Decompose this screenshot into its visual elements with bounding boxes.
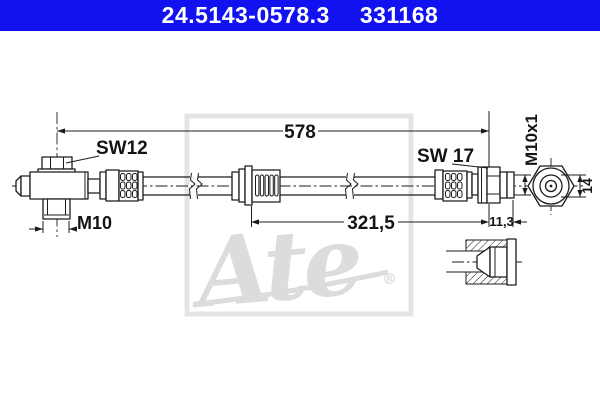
section-flange [506, 238, 517, 286]
label-fitting-hex: SW 17 [417, 146, 489, 169]
registered-trademark-icon: ® [382, 270, 397, 288]
seat-washer [477, 166, 488, 204]
leader-line [65, 155, 100, 164]
fitting-diameter-label: 14 [579, 178, 595, 194]
threaded-end [506, 171, 515, 199]
fitting-thread-label: M10x1 [522, 114, 541, 166]
ate-watermark: Ate ® [184, 113, 414, 330]
mount-flange [244, 165, 253, 206]
dimension-fitting-diameter: 14 [561, 174, 595, 198]
banjo-tip [15, 175, 22, 197]
dimension-banjo-thread: M10 [29, 213, 112, 233]
left-crimp-sleeve [87, 169, 144, 202]
banjo-tip-cylinder [20, 175, 31, 197]
watermark-logo-text: Ate [184, 205, 364, 330]
right-end-fitting [434, 166, 515, 204]
left-neck [87, 178, 101, 194]
watermark-frame [184, 113, 414, 317]
bracket-section-view [446, 238, 517, 286]
dimension-free-length: 321,5 [251, 206, 489, 234]
banjo-threaded-stud [42, 198, 71, 220]
header-bar: 24.5143-0578.3 331168 [0, 0, 600, 31]
break-symbol [351, 172, 359, 200]
break-symbol [188, 172, 196, 200]
fitting-hex-label: SW 17 [417, 146, 474, 167]
fitting-hex-nut [486, 166, 501, 204]
middle-mount-fitting [231, 165, 281, 206]
catalog-number: 331168 [359, 2, 439, 28]
hose [143, 172, 435, 200]
watermark-swoosh [205, 269, 389, 306]
thread-length-label: 11,3 [489, 214, 514, 229]
banjo-thread-label: M10 [77, 213, 112, 233]
left-crimp-dimples [118, 170, 139, 202]
dimension-thread-length: 11,3 [489, 200, 527, 229]
dimension-overall-length: 578 [57, 111, 490, 227]
right-crimp-dimples [442, 170, 468, 202]
break-symbol [344, 172, 352, 200]
free-length-label: 321,5 [347, 213, 395, 234]
label-banjo-hex: SW12 [65, 138, 148, 164]
overall-length-label: 578 [284, 122, 316, 143]
banjo-fitting [15, 156, 89, 220]
leader-line [451, 163, 489, 169]
fitting-end-view [527, 165, 575, 207]
banjo-body [29, 171, 89, 200]
banjo-hex-label: SW12 [96, 138, 148, 159]
break-symbol [195, 172, 203, 200]
part-number: 24.5143-0578.3 [161, 2, 330, 28]
dimension-fitting-thread: M10x1 [514, 114, 541, 196]
